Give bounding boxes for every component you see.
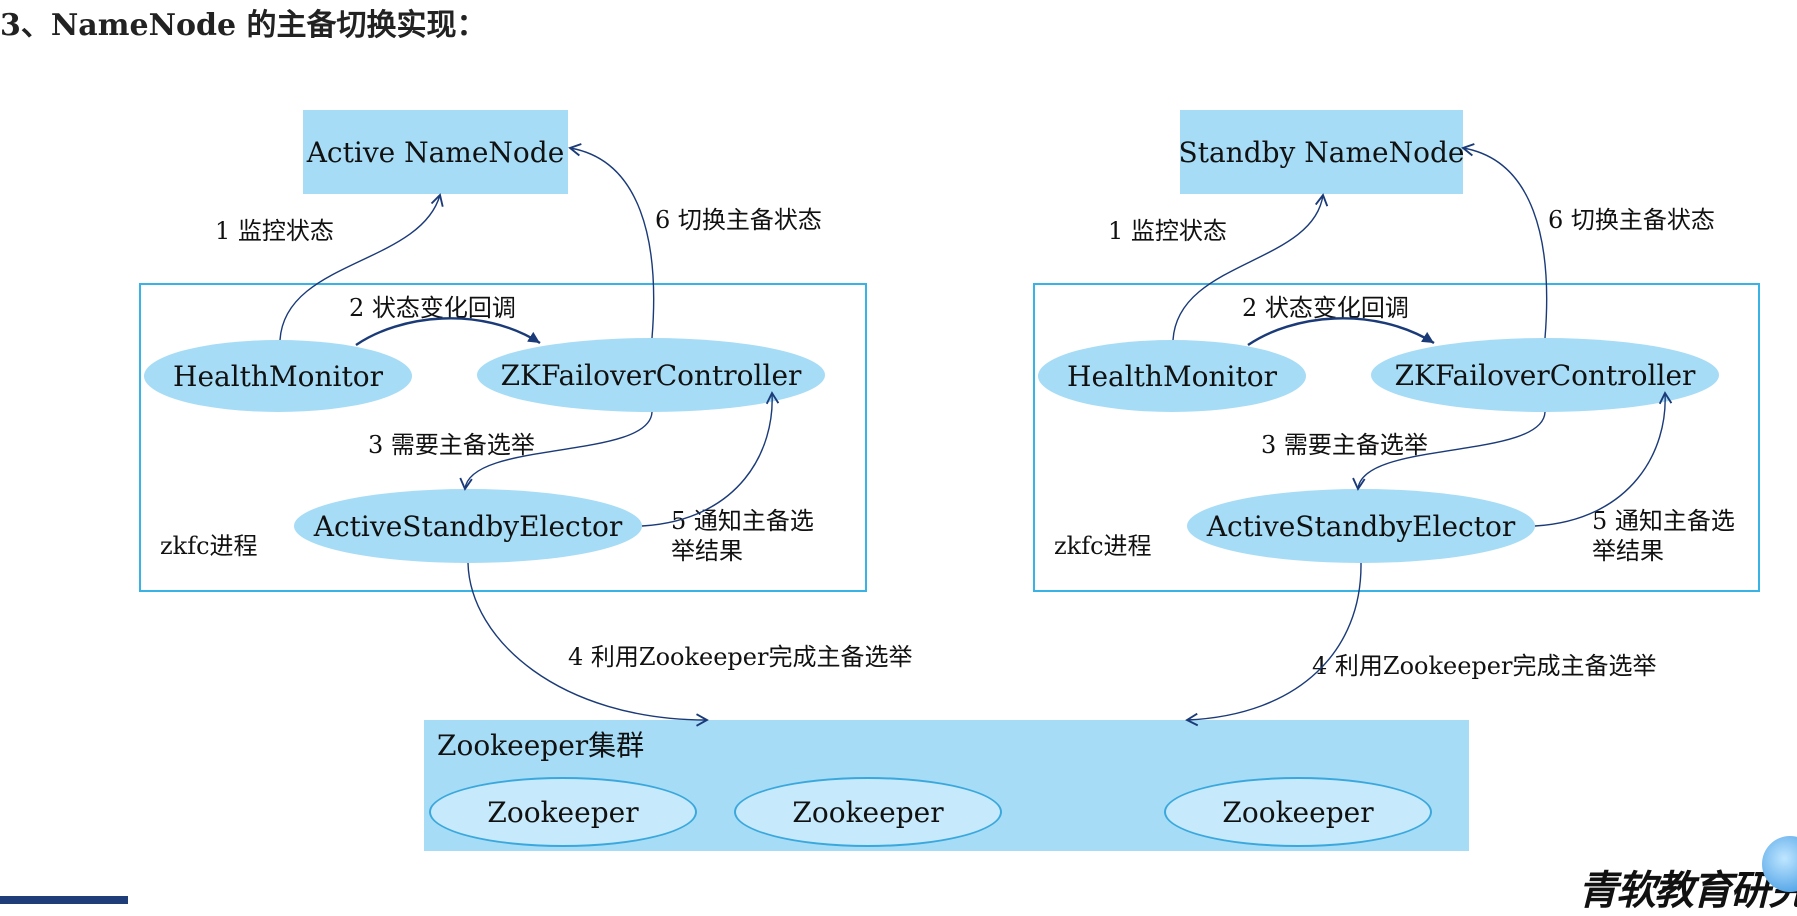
- right-process-label: zkfc进程: [1054, 532, 1152, 560]
- right-zkfc-process-box: [1033, 283, 1760, 592]
- right-health-monitor-label: HealthMonitor: [1067, 359, 1277, 393]
- zookeeper-node-2: Zookeeper: [734, 777, 1002, 847]
- left-elector-label: ActiveStandbyElector: [313, 509, 623, 543]
- left-step5-label-line2: 举结果: [671, 537, 743, 565]
- right-arrow-step1: [1172, 193, 1329, 341]
- right-step3-label: 3 需要主备选举: [1261, 431, 1428, 459]
- right-arrow-step4: [1185, 562, 1362, 727]
- left-zkfc-node: ZKFailoverController: [477, 338, 825, 412]
- left-zkfc-label: ZKFailoverController: [500, 358, 802, 392]
- left-process-label: zkfc进程: [160, 532, 258, 560]
- zookeeper-cluster-label: Zookeeper集群: [437, 729, 645, 762]
- zookeeper-node-1: Zookeeper: [429, 777, 697, 847]
- right-step5-label-line1: 5 通知主备选: [1592, 507, 1735, 535]
- page-title: 3、NameNode 的主备切换实现：: [0, 8, 487, 43]
- zookeeper-node-1-label: Zookeeper: [487, 795, 639, 829]
- right-step4-label: 4 利用Zookeeper完成主备选举: [1312, 652, 1657, 680]
- right-step1-label: 1 监控状态: [1108, 217, 1227, 245]
- left-step5-label-line1: 5 通知主备选: [671, 507, 814, 535]
- standby-namenode-box: Standby NameNode: [1178, 110, 1465, 194]
- right-health-monitor-node: HealthMonitor: [1038, 340, 1306, 412]
- right-step2-label: 2 状态变化回调: [1242, 294, 1409, 322]
- left-zkfc-process-box: [139, 283, 867, 592]
- left-step2-label: 2 状态变化回调: [349, 294, 516, 322]
- right-step6-label: 6 切换主备状态: [1548, 206, 1715, 234]
- left-step4-label: 4 利用Zookeeper完成主备选举: [568, 643, 913, 671]
- left-elector-node: ActiveStandbyElector: [294, 489, 642, 563]
- left-arrow-step4: [467, 562, 709, 727]
- left-arrow-step1: [279, 193, 444, 341]
- standby-namenode-label: Standby NameNode: [1178, 135, 1465, 169]
- right-arrow-step2: [1247, 317, 1435, 346]
- right-arrow-step6: [1461, 143, 1548, 339]
- right-arrow-step3: [1352, 411, 1546, 491]
- left-step1-label: 1 监控状态: [215, 217, 334, 245]
- footer-accent-bar: [0, 896, 128, 904]
- active-namenode-box: Active NameNode: [303, 110, 568, 194]
- right-zkfc-label: ZKFailoverController: [1394, 358, 1696, 392]
- right-elector-node: ActiveStandbyElector: [1187, 489, 1535, 563]
- left-health-monitor-label: HealthMonitor: [173, 359, 383, 393]
- right-elector-label: ActiveStandbyElector: [1206, 509, 1516, 543]
- left-step6-label: 6 切换主备状态: [655, 206, 822, 234]
- left-arrow-step6: [568, 143, 655, 339]
- left-arrow-step5: [641, 391, 780, 527]
- active-namenode-label: Active NameNode: [306, 135, 565, 169]
- zookeeper-node-2-label: Zookeeper: [792, 795, 944, 829]
- zookeeper-node-3-label: Zookeeper: [1222, 795, 1374, 829]
- right-step5-label-line2: 举结果: [1592, 537, 1664, 565]
- zookeeper-node-3: Zookeeper: [1164, 777, 1432, 847]
- left-health-monitor-node: HealthMonitor: [144, 340, 412, 412]
- left-arrow-step3: [459, 411, 653, 491]
- left-step3-label: 3 需要主备选举: [368, 431, 535, 459]
- left-arrow-step2: [355, 317, 541, 346]
- right-arrow-step5: [1534, 391, 1673, 527]
